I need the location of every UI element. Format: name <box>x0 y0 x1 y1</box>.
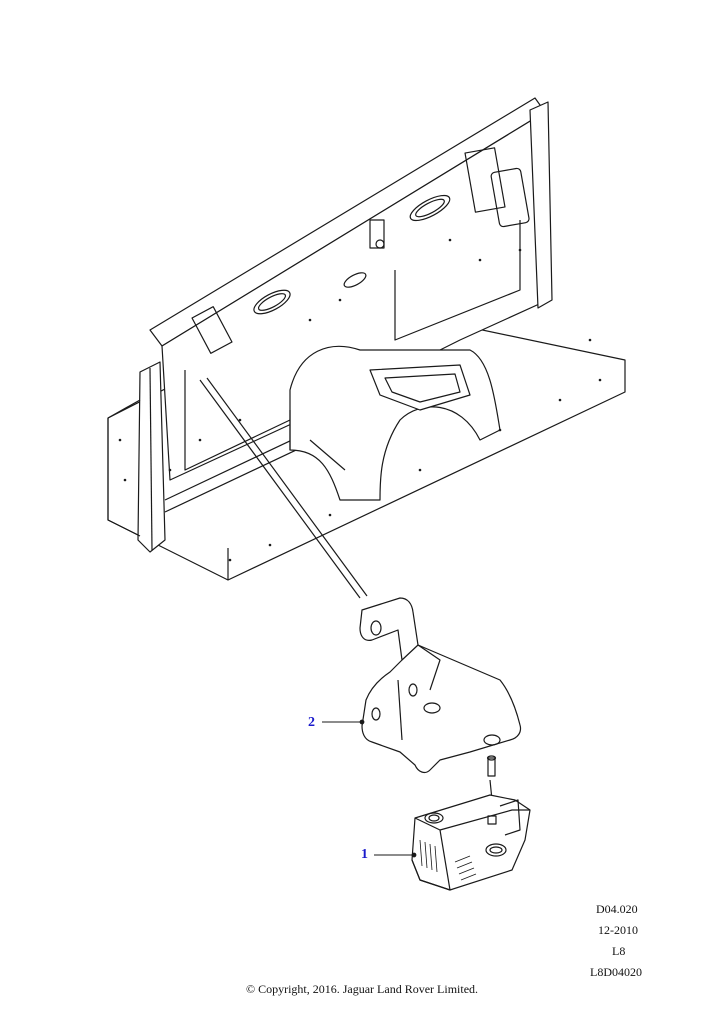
bracket-part <box>359 597 522 777</box>
reference-date: 12-2010 <box>598 923 638 937</box>
drawing-id: L8D04020 <box>590 965 642 979</box>
reference-model: L8 <box>612 944 626 958</box>
right-frame <box>529 101 553 309</box>
reference-code: D04.020 <box>596 902 638 916</box>
callout-number-1[interactable]: 1 <box>361 847 368 862</box>
copyright-notice: © Copyright, 2016. Jaguar Land Rover Lim… <box>245 982 479 996</box>
vehicle-bulkhead <box>107 97 626 581</box>
callout-number-2[interactable]: 2 <box>308 715 315 730</box>
callout-leaders <box>322 719 417 858</box>
module-part <box>411 794 531 891</box>
